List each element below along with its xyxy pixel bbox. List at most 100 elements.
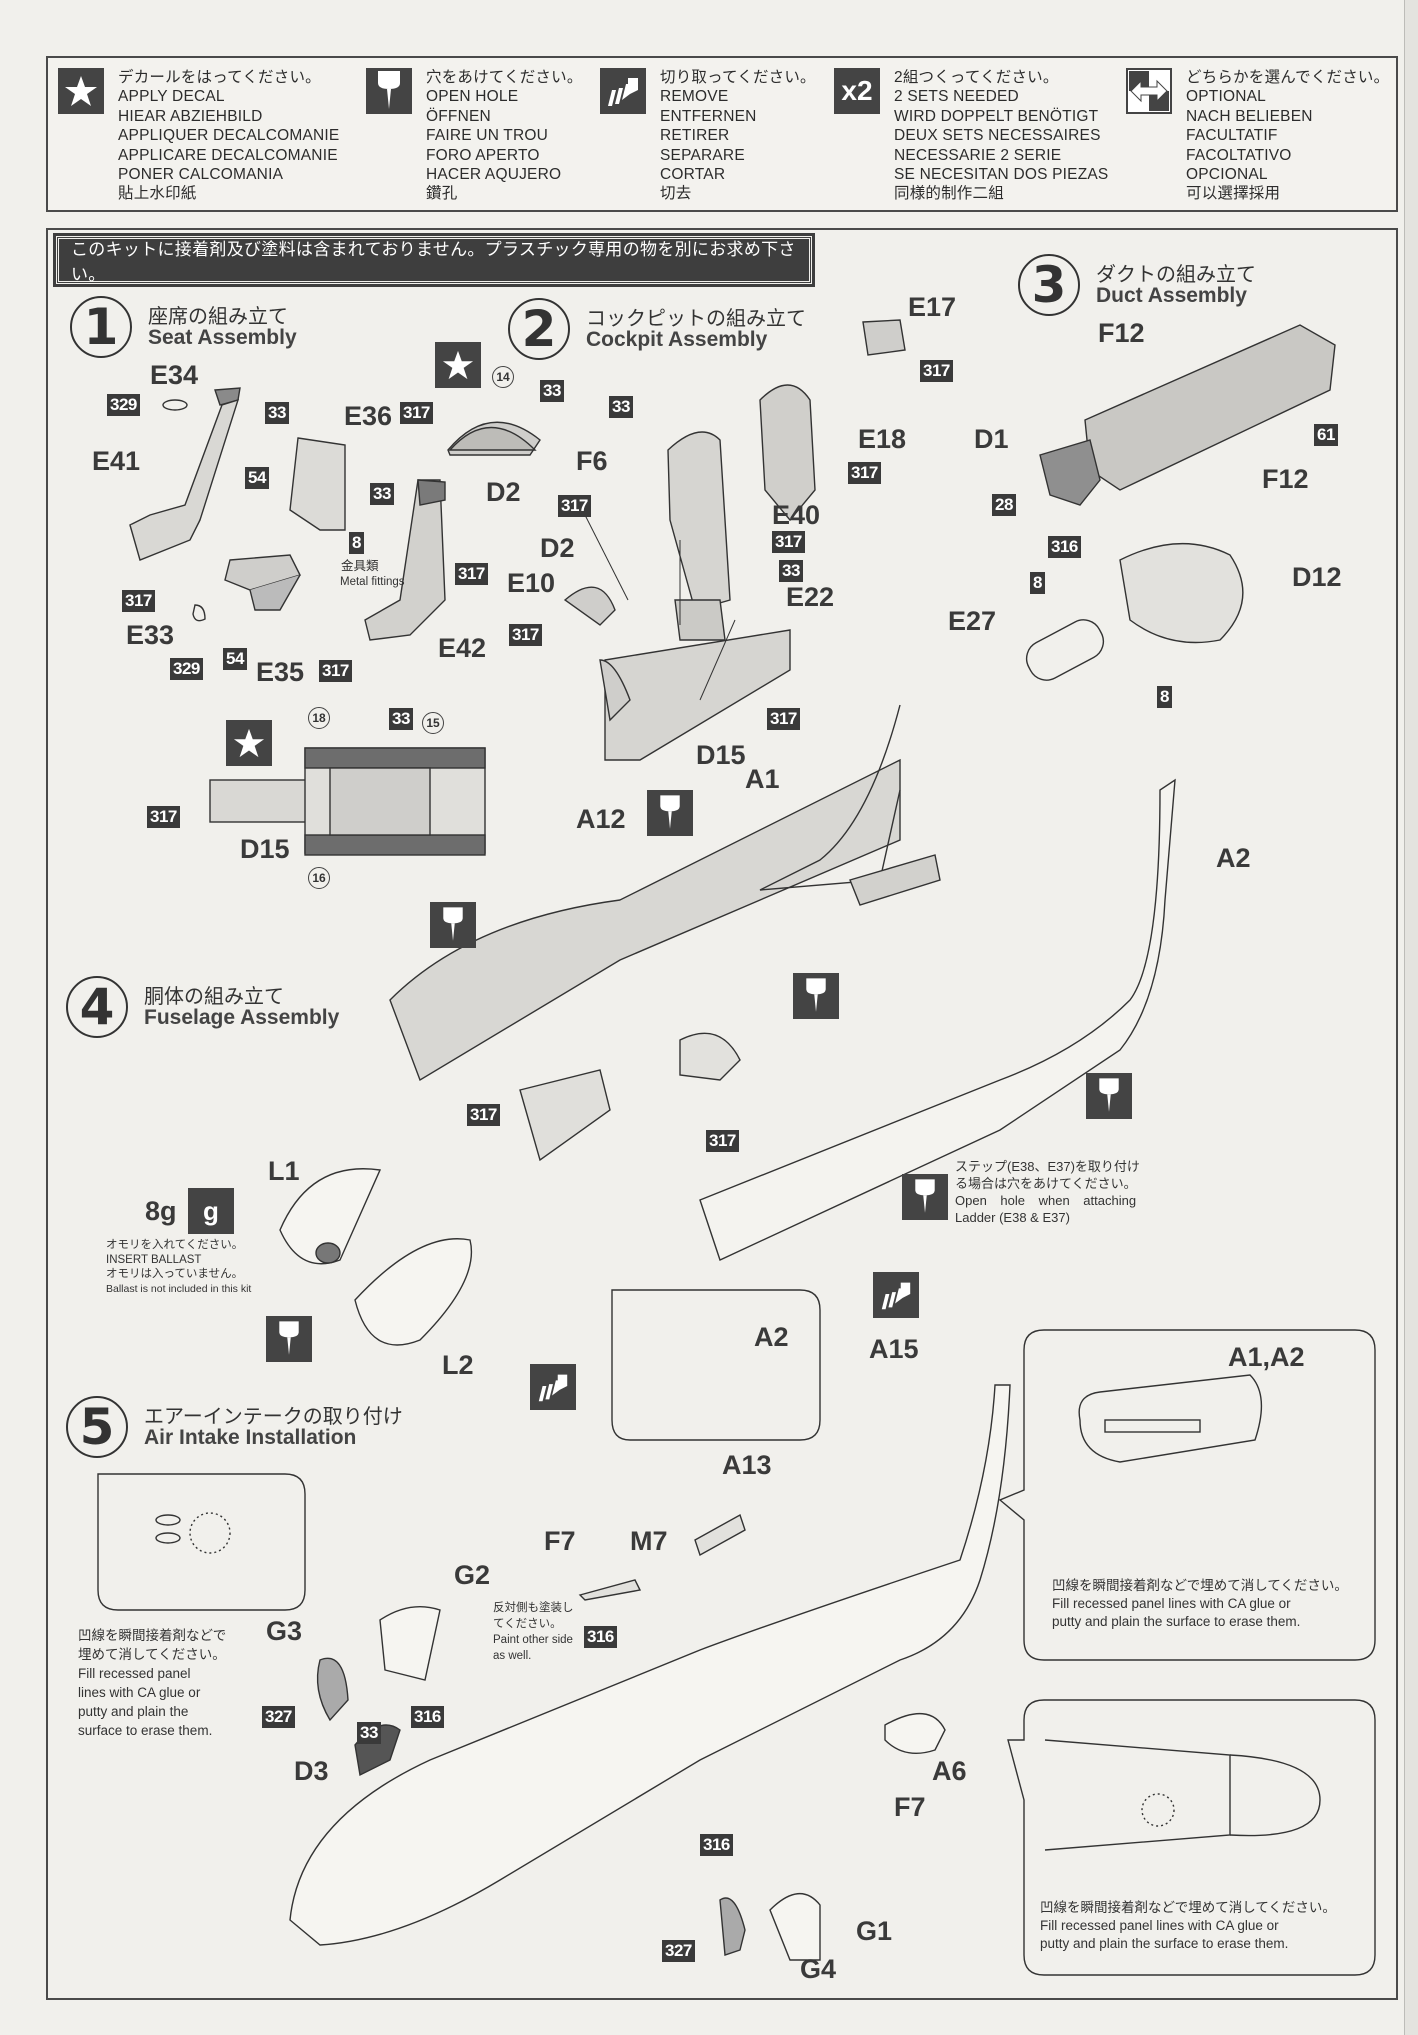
no-glue-notice: このキットに接着剤及び塗料は含まれておりません。プラスチック専用の物を別にお求め… bbox=[53, 233, 815, 287]
legend-text: CORTAR bbox=[660, 166, 726, 184]
intake-detail-callout bbox=[97, 1473, 306, 1611]
paint-code: 327 bbox=[262, 1706, 295, 1728]
part-label: E18 bbox=[858, 424, 907, 454]
note-line: Open hole when attaching bbox=[955, 1193, 1137, 1208]
cut-remove-icon bbox=[530, 1364, 576, 1410]
part-label: E40 bbox=[772, 500, 821, 530]
note-line: る場合は穴をあけてください。 bbox=[955, 1176, 1137, 1191]
note-line: Fill recessed panel bbox=[78, 1666, 191, 1681]
legend-text: HACER AQUJERO bbox=[426, 166, 562, 184]
decal-number: 18 bbox=[308, 707, 330, 729]
paint-code: 33 bbox=[265, 402, 289, 424]
part-label: E41 bbox=[92, 446, 141, 476]
paint-code: 33 bbox=[357, 1722, 381, 1744]
legend-text: 可以選擇採用 bbox=[1186, 185, 1281, 203]
legend-text: DEUX SETS NECESSAIRES bbox=[894, 127, 1101, 145]
step-number: 5 bbox=[66, 1396, 128, 1458]
legend-text: NECESSARIE 2 SERIE bbox=[894, 146, 1062, 164]
instruction-frame bbox=[46, 228, 1398, 2000]
legend-text: FACOLTATIVO bbox=[1186, 146, 1292, 164]
star-decal-icon bbox=[226, 720, 272, 766]
part-label: E33 bbox=[126, 620, 175, 650]
step-title-jp: コックピットの組み立て bbox=[586, 308, 806, 330]
part-label: F12 bbox=[1262, 464, 1309, 494]
fuselage-drawing bbox=[279, 704, 1176, 1346]
paint-code: 317 bbox=[122, 590, 155, 612]
detail-a2-callout bbox=[611, 1289, 821, 1441]
part-label: E34 bbox=[150, 360, 199, 390]
part-label: L1 bbox=[268, 1156, 300, 1186]
drill-hole-icon bbox=[793, 973, 839, 1019]
step-title-en: Fuselage Assembly bbox=[144, 1006, 340, 1029]
part-label: E36 bbox=[344, 401, 393, 431]
cut-remove-icon bbox=[873, 1272, 919, 1318]
note-line: 凹線を瞬間接着剤などで埋めて消してください。 bbox=[1040, 1900, 1336, 1915]
legend-text: OPTIONAL bbox=[1186, 88, 1266, 106]
part-label: A1,A2 bbox=[1228, 1342, 1305, 1372]
paint-code: 316 bbox=[411, 1706, 444, 1728]
step-title-en: Air Intake Installation bbox=[144, 1426, 357, 1449]
part-label: G2 bbox=[454, 1560, 491, 1590]
paint-code: 317 bbox=[509, 624, 542, 646]
legend-text: 貼上水印紙 bbox=[118, 185, 197, 203]
step-title-jp: 胴体の組み立て bbox=[144, 986, 284, 1008]
paint-code: 317 bbox=[558, 495, 591, 517]
legend-text: HIEAR ABZIEHBILD bbox=[118, 107, 263, 125]
step-number: 4 bbox=[66, 976, 128, 1038]
step-title-en: Cockpit Assembly bbox=[586, 328, 768, 351]
part-label: D3 bbox=[294, 1756, 329, 1786]
metal-fittings-label-jp: 金具類 bbox=[341, 559, 379, 573]
legend-text: WIRD DOPPELT BENÖTIGT bbox=[894, 107, 1099, 125]
paint-code: 317 bbox=[147, 806, 180, 828]
detail-nose-callout bbox=[1007, 1699, 1376, 1976]
note-line: 凹線を瞬間接着剤などで bbox=[78, 1628, 227, 1643]
paint-code: 329 bbox=[170, 658, 203, 680]
metal-fittings-label-en: Metal fittings bbox=[340, 576, 405, 588]
legend-text: 2 SETS NEEDED bbox=[894, 88, 1019, 106]
x2-sets-icon: x2 bbox=[834, 68, 880, 114]
paint-code: 8 bbox=[1030, 572, 1045, 594]
paint-other-side-note: 反対側も塗装し てください。 Paint other side as well. bbox=[493, 1600, 574, 1664]
legend-text: 鑽孔 bbox=[426, 185, 458, 203]
panel-line-note-nose: 凹線を瞬間接着剤などで埋めて消してください。 Fill recessed pan… bbox=[1040, 1899, 1336, 1953]
part-label: E35 bbox=[256, 657, 305, 687]
part-label: E27 bbox=[948, 606, 997, 636]
legend-text: OPEN HOLE bbox=[426, 88, 519, 106]
legend-text: FACULTATIF bbox=[1186, 127, 1278, 145]
part-label: G1 bbox=[856, 1916, 893, 1946]
paint-code: 317 bbox=[920, 360, 953, 382]
legend-text: APPLY DECAL bbox=[118, 88, 225, 106]
drill-hole-icon bbox=[430, 902, 476, 948]
note-line: Paint other side bbox=[493, 1634, 573, 1646]
part-label: D15 bbox=[240, 834, 290, 864]
paint-code: 33 bbox=[389, 708, 413, 730]
legend-text: APPLICARE DECALCOMANIE bbox=[118, 146, 338, 164]
paint-code: 317 bbox=[772, 531, 805, 553]
intake-panel-note: 凹線を瞬間接着剤などで 埋めて消してください。 Fill recessed pa… bbox=[78, 1626, 250, 1740]
decal-number: 14 bbox=[492, 366, 514, 388]
d15-topview-drawing bbox=[209, 747, 486, 856]
legend-text: RETIRER bbox=[660, 127, 730, 145]
note-line: Ladder (E38 & E37) bbox=[955, 1210, 1070, 1225]
part-label: E42 bbox=[438, 633, 487, 663]
legend-text: REMOVE bbox=[660, 88, 729, 106]
part-label: F12 bbox=[1098, 318, 1145, 348]
ballast-weight: 8g bbox=[145, 1196, 177, 1226]
part-label: D2 bbox=[486, 477, 521, 507]
symbol-legend: デカールをはってください。 APPLY DECAL HIEAR ABZIEHBI… bbox=[46, 56, 1398, 212]
paint-code: 8 bbox=[1157, 686, 1172, 708]
step-title-en: Seat Assembly bbox=[148, 326, 297, 349]
note-line: Ballast is not included in this kit bbox=[106, 1282, 252, 1295]
legend-text: 穴をあけてください。 bbox=[426, 69, 583, 86]
note-line: INSERT BALLAST bbox=[106, 1253, 202, 1266]
part-label: M7 bbox=[630, 1526, 668, 1556]
note-line: as well. bbox=[493, 1650, 532, 1662]
optional-arrows-icon bbox=[1126, 68, 1172, 114]
step-number: 3 bbox=[1018, 254, 1080, 316]
part-label: A2 bbox=[754, 1322, 789, 1352]
paint-code: 316 bbox=[700, 1834, 733, 1856]
note-line: putty and plain the bbox=[78, 1704, 189, 1719]
note-line: ステップ(E38、E37)を取り付け bbox=[955, 1159, 1140, 1174]
paint-code: 33 bbox=[779, 560, 803, 582]
legend-text: SEPARARE bbox=[660, 146, 745, 164]
